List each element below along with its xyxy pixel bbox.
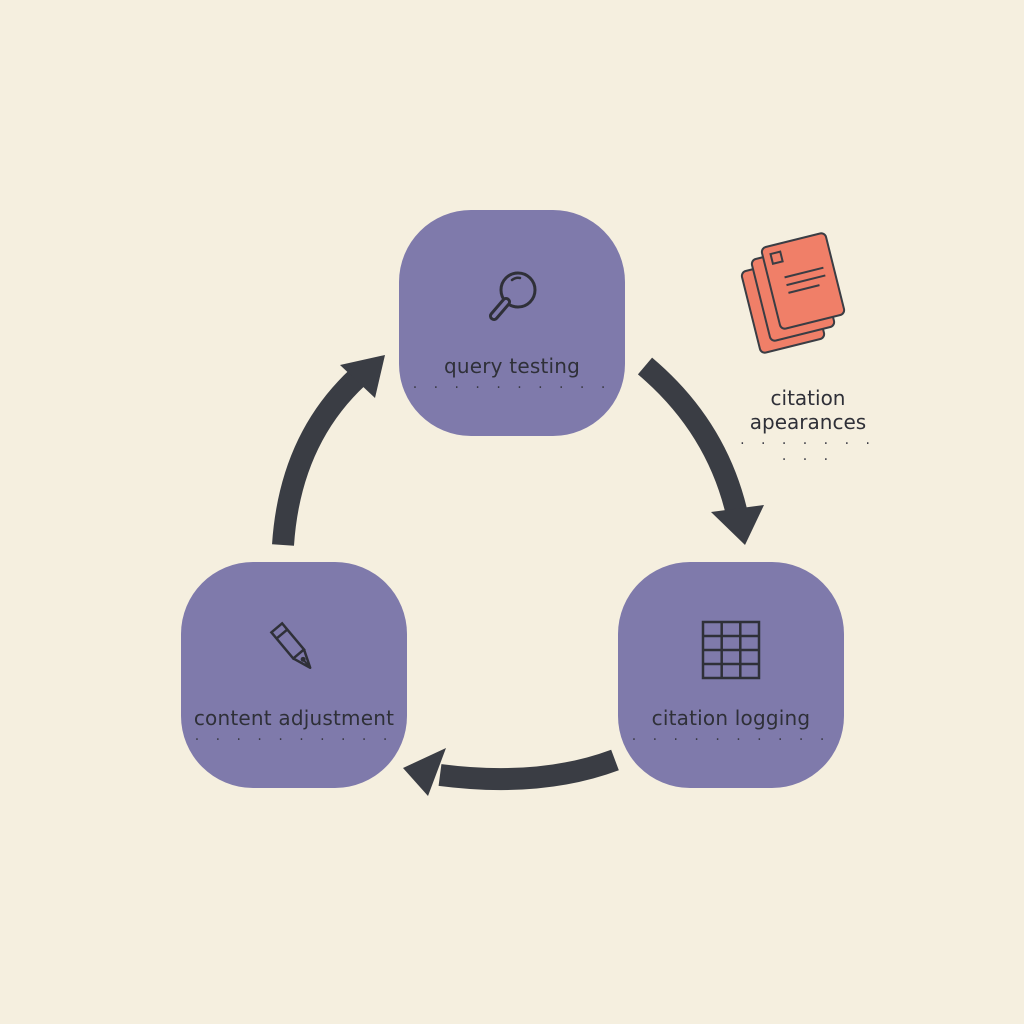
side-note-line-1: citation [770, 386, 846, 410]
stacked-documents-icon [740, 232, 846, 354]
pen-nib-icon [269, 621, 312, 669]
node-label: citation logging [651, 706, 811, 730]
arrow-query-to-logging [637, 357, 747, 513]
node-citation-logging: citation logging · · · · · · · · · · [618, 562, 844, 788]
dotted-underline: · · · · · · · · · · [740, 436, 876, 468]
node-label: query testing [443, 354, 581, 378]
arrow-adjust-to-query [272, 368, 366, 546]
arrowhead-logging-to-adjust [403, 748, 446, 796]
node-content-adjustment: content adjustment · · · · · · · · · · [181, 562, 407, 788]
node-query-testing: query testing · · · · · · · · · · [399, 210, 625, 436]
node-label: content adjustment [193, 706, 395, 730]
dotted-underline: · · · · · · · · · · [631, 732, 831, 748]
grid-table-icon [701, 620, 761, 680]
dotted-underline: · · · · · · · · · · [412, 380, 612, 396]
side-note-line-2: apearances [749, 410, 867, 434]
dotted-underline: · · · · · · · · · · [194, 732, 394, 748]
arrowhead-adjust-to-query [340, 355, 385, 398]
magnifying-glass-icon [489, 271, 537, 321]
arrowhead-query-to-logging [711, 505, 764, 545]
arrow-logging-to-adjust [438, 749, 619, 791]
side-note-citation-appearances: citation apearances · · · · · · · · · · [738, 386, 878, 468]
